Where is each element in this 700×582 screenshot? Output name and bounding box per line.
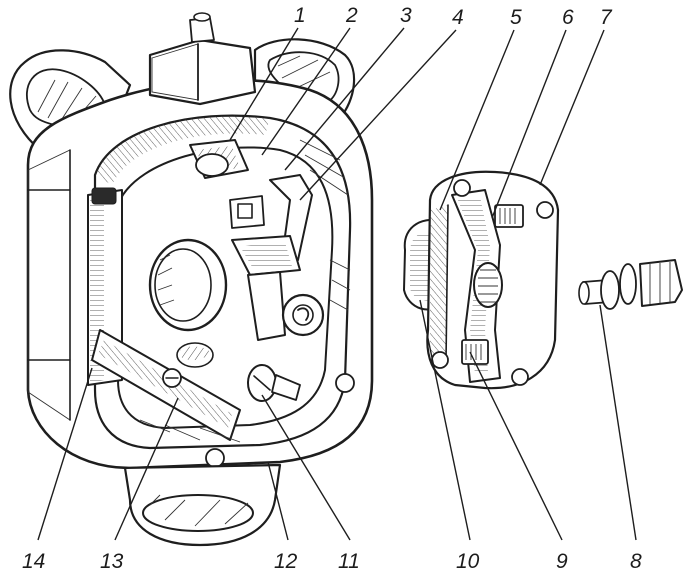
leader-1 [229, 27, 299, 141]
leader-5 [439, 29, 515, 211]
callout-labels: 1 2 3 4 5 6 7 8 9 10 11 12 13 14 [22, 4, 642, 573]
leader-3 [284, 27, 405, 171]
leader-6 [491, 29, 567, 219]
top-terminal-block [148, 12, 257, 106]
cam-bore [148, 238, 228, 332]
felt-wick [176, 342, 214, 368]
callout-3: 3 [400, 4, 412, 27]
leader-lines [37, 27, 637, 541]
lower-mount-flange [123, 463, 282, 547]
plate-hole [536, 201, 554, 219]
plate-hole [511, 368, 529, 386]
lubricator-screw [247, 364, 301, 402]
rim-hole [335, 373, 355, 393]
callout-12: 12 [274, 550, 298, 573]
callout-10: 10 [456, 550, 480, 573]
adjust-screw-upper [494, 204, 524, 228]
breaker-points [189, 139, 313, 341]
plate-hole [431, 351, 449, 369]
callout-7: 7 [600, 6, 613, 29]
leader-8 [599, 304, 637, 541]
callout-2: 2 [345, 4, 358, 27]
leader-13 [114, 397, 179, 541]
breaker-plate-assembly [403, 170, 560, 390]
rim-hole [205, 448, 225, 468]
callout-1: 1 [294, 4, 306, 27]
leader-2 [261, 27, 351, 156]
cam-follower [473, 262, 503, 308]
callout-9: 9 [556, 550, 568, 573]
plate-hole [453, 179, 471, 197]
callout-5: 5 [510, 6, 522, 29]
callout-11: 11 [338, 550, 360, 573]
callout-6: 6 [562, 6, 574, 29]
adjust-screw-lower [461, 339, 489, 365]
leader-4 [299, 29, 457, 201]
clamp-plate [91, 329, 241, 441]
leader-10 [419, 299, 471, 541]
callout-8: 8 [630, 550, 642, 573]
leader-9 [469, 351, 563, 541]
leader-12 [267, 461, 289, 541]
callout-13: 13 [100, 550, 124, 573]
leader-14 [37, 367, 93, 541]
leader-11 [261, 394, 351, 541]
callout-14: 14 [22, 550, 45, 573]
eccentric-adjuster [281, 293, 325, 337]
callout-4: 4 [452, 6, 464, 29]
distributor-housing [9, 12, 374, 547]
terminal-bolt [578, 259, 683, 310]
leader-7 [539, 29, 605, 186]
